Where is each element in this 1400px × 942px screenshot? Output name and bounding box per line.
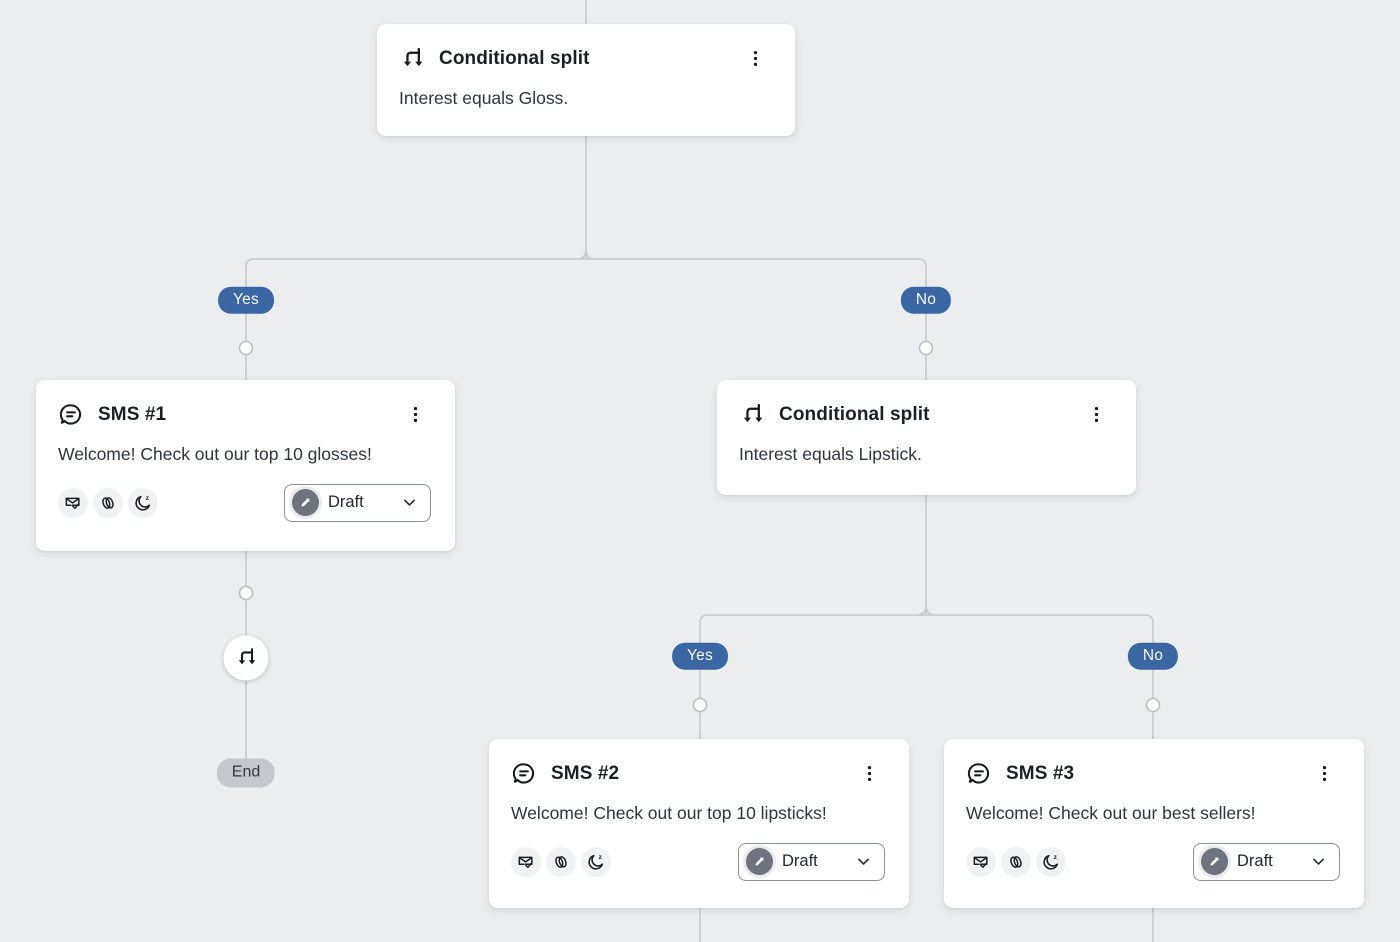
card-header: SMS #1 — [58, 401, 431, 428]
connector-line — [245, 258, 927, 380]
card-header: Conditional split — [399, 45, 771, 72]
card-footer: Draft — [58, 483, 431, 522]
status-label: Draft — [782, 852, 818, 871]
kebab-menu-button[interactable] — [400, 401, 431, 428]
sms-node-2[interactable]: SMS #2 Welcome! Check out our top 10 lip… — [489, 739, 909, 908]
card-footer: Draft — [966, 842, 1340, 881]
branch-label-no: No — [1127, 642, 1179, 670]
card-header: SMS #3 — [966, 760, 1340, 787]
split-arrows-icon — [235, 647, 258, 670]
end-node: End — [216, 758, 276, 788]
quiet-hours-moon-icon — [128, 487, 158, 518]
chat-bubble-icon — [58, 402, 84, 428]
kebab-menu-icon — [406, 405, 425, 424]
branch-label-yes: Yes — [672, 642, 728, 670]
node-title: Conditional split — [779, 403, 930, 425]
badge-row — [58, 487, 158, 518]
connector-fillet — [577, 249, 595, 260]
sms-message: Welcome! Check out our top 10 glosses! — [58, 444, 372, 464]
kebab-menu-icon — [746, 49, 765, 68]
connector-line — [699, 614, 1154, 739]
kebab-menu-button[interactable] — [854, 760, 885, 787]
chevron-down-icon — [1310, 853, 1327, 870]
sms-node-1[interactable]: SMS #1 Welcome! Check out our top 10 glo… — [36, 380, 455, 551]
status-label: Draft — [1237, 852, 1273, 871]
email-check-icon — [966, 846, 996, 877]
smart-sending-loop-icon — [546, 846, 576, 877]
connector-port[interactable] — [918, 340, 934, 356]
sms-node-3[interactable]: SMS #3 Welcome! Check out our best selle… — [944, 739, 1364, 908]
node-title: SMS #1 — [98, 403, 167, 425]
email-check-icon — [511, 846, 541, 877]
card-header: SMS #2 — [511, 760, 885, 787]
card-header: Conditional split — [739, 401, 1112, 428]
status-label: Draft — [328, 493, 364, 512]
chevron-down-icon — [855, 853, 872, 870]
connector-port[interactable] — [238, 340, 254, 356]
status-dropdown[interactable]: Draft — [284, 483, 431, 522]
split-arrows-icon — [739, 402, 765, 428]
connector-fillet — [917, 605, 935, 616]
conditional-split-mini-node[interactable] — [223, 635, 269, 681]
smart-sending-loop-icon — [93, 487, 123, 518]
conditional-split-node-1[interactable]: Conditional split Interest equals Gloss. — [377, 24, 795, 136]
kebab-menu-icon — [860, 764, 879, 783]
split-arrows-icon — [399, 46, 425, 72]
chevron-down-icon — [401, 494, 418, 511]
badge-row — [511, 846, 611, 877]
connector-port[interactable] — [1145, 697, 1161, 713]
node-title: SMS #2 — [551, 762, 620, 784]
kebab-menu-button[interactable] — [1309, 760, 1340, 787]
node-title: Conditional split — [439, 47, 590, 69]
node-condition: Interest equals Lipstick. — [739, 444, 922, 464]
chat-bubble-icon — [511, 761, 537, 787]
connector-port[interactable] — [692, 697, 708, 713]
status-dropdown[interactable]: Draft — [738, 842, 885, 881]
draft-pencil-icon — [746, 848, 773, 876]
node-condition: Interest equals Gloss. — [399, 88, 569, 108]
connector-port[interactable] — [238, 585, 254, 601]
smart-sending-loop-icon — [1001, 846, 1031, 877]
sms-message: Welcome! Check out our best sellers! — [966, 803, 1256, 823]
draft-pencil-icon — [292, 489, 319, 517]
conditional-split-node-2[interactable]: Conditional split Interest equals Lipsti… — [717, 380, 1136, 495]
kebab-menu-icon — [1315, 764, 1334, 783]
quiet-hours-moon-icon — [1036, 846, 1066, 877]
sms-message: Welcome! Check out our top 10 lipsticks! — [511, 803, 827, 823]
badge-row — [966, 846, 1066, 877]
email-check-icon — [58, 487, 88, 518]
chat-bubble-icon — [966, 761, 992, 787]
kebab-menu-icon — [1087, 405, 1106, 424]
status-dropdown[interactable]: Draft — [1193, 842, 1340, 881]
branch-label-yes: Yes — [218, 286, 274, 314]
draft-pencil-icon — [1201, 848, 1228, 876]
node-title: SMS #3 — [1006, 762, 1075, 784]
kebab-menu-button[interactable] — [1081, 401, 1112, 428]
quiet-hours-moon-icon — [581, 846, 611, 877]
card-footer: Draft — [511, 842, 885, 881]
kebab-menu-button[interactable] — [740, 45, 771, 72]
branch-label-no: No — [900, 286, 952, 314]
